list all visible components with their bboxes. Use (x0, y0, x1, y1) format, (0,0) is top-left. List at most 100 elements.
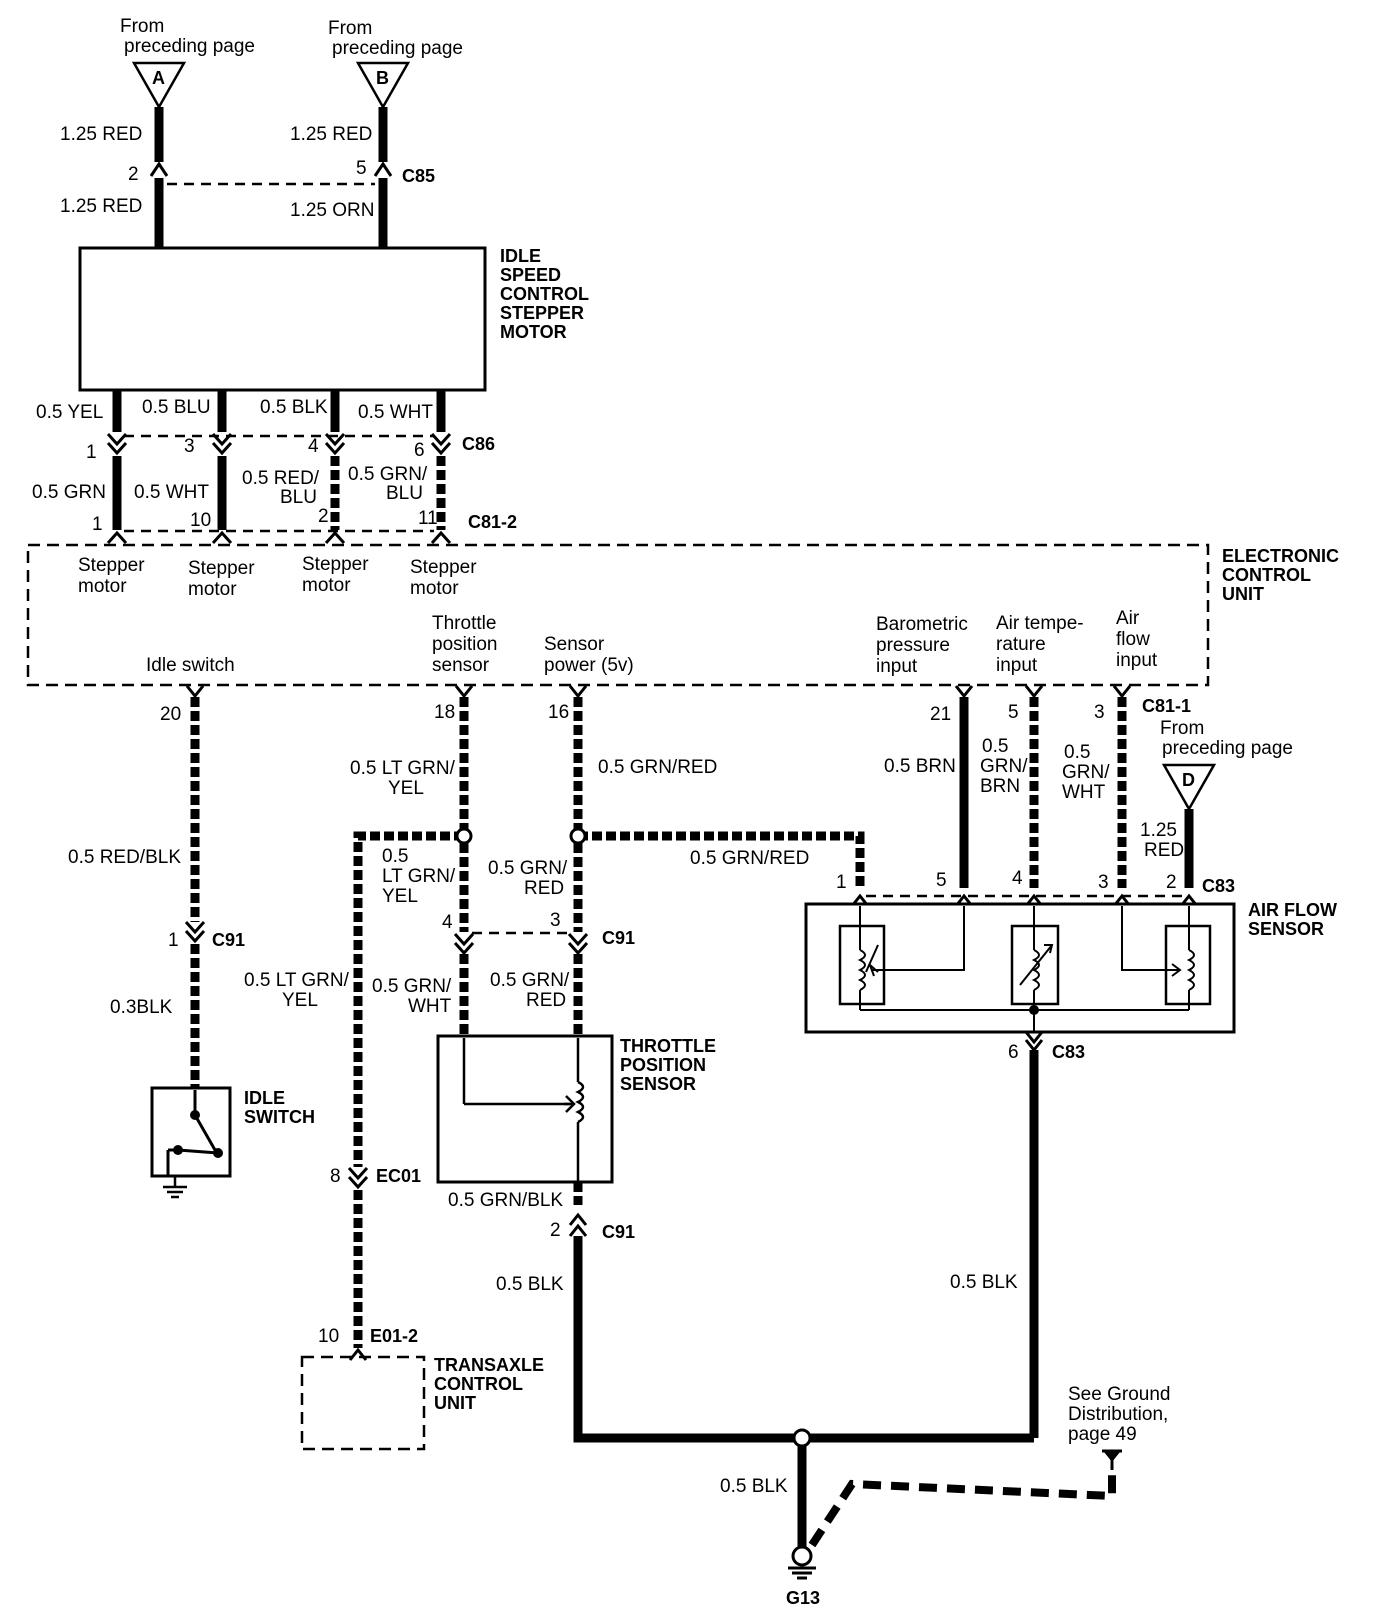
wire-label: 0.5 YEL (36, 402, 103, 423)
wire-grn-red-branch (578, 831, 865, 888)
svg-text:IDLE: IDLE (244, 1088, 285, 1108)
svg-text:UNIT: UNIT (434, 1393, 476, 1413)
wire-label: 1.25 RED (60, 124, 142, 145)
svg-text:RED: RED (524, 878, 564, 899)
ecu-pin16-connector (568, 685, 588, 699)
wire-lt-grn-yel-branch (353, 831, 464, 1167)
pin-label: 1 (168, 930, 179, 951)
pin-label: 4 (308, 436, 319, 457)
svg-text:GRN/: GRN/ (980, 756, 1028, 777)
svg-text:preceding page: preceding page (124, 36, 255, 57)
connector-label: C91 (212, 930, 245, 950)
ground-distribution-dashed-link (808, 1470, 1116, 1548)
svg-text:IDLE: IDLE (500, 246, 541, 266)
connector-label: C81-1 (1142, 696, 1191, 716)
wire-label: 0.5 LT GRN/ (244, 970, 350, 991)
svg-text:SWITCH: SWITCH (244, 1107, 315, 1127)
tcu-box (300, 1355, 426, 1451)
ecu-pin5-connector (1024, 685, 1044, 699)
pin-label: 5 (936, 870, 947, 891)
pin-label: 4 (442, 912, 453, 933)
pin-label: 3 (550, 910, 561, 931)
svg-text:SPEED: SPEED (500, 265, 561, 285)
connector-label: C86 (462, 434, 495, 454)
c86-pin3-connector (211, 432, 233, 456)
tcu-title: TRANSAXLE CONTROL UNIT (434, 1355, 544, 1413)
tps-potentiometer-icon (462, 1038, 585, 1182)
svg-text:YEL: YEL (382, 886, 418, 907)
svg-text:position: position (432, 634, 498, 655)
c91-pin3-connector (567, 932, 589, 956)
splice-grn-red (569, 827, 587, 845)
ec01-pin8-connector (347, 1166, 369, 1190)
wire-label: 0.5 BLK (496, 1274, 564, 1295)
pin-label: 2 (128, 164, 139, 185)
e01-2-pin10-connector (348, 1347, 368, 1361)
wire-label: 0.5 GRN/BLK (448, 1190, 563, 1211)
c86-pin4-connector (324, 432, 346, 456)
ecu-tps-label: Throttle (432, 613, 496, 634)
c86-pin1-connector (106, 432, 128, 456)
ecu-pin3-connector (1112, 685, 1132, 699)
wire-label: 0.5 (382, 846, 408, 867)
wire-label: 0.5 (1064, 742, 1090, 763)
svg-text:POSITION: POSITION (620, 1055, 706, 1075)
wire-label: 0.5 (982, 736, 1008, 757)
wire-label: 0.5 WHT (358, 402, 433, 423)
afs-title: AIR FLOW SENSOR (1248, 900, 1337, 939)
pin-label: 16 (548, 702, 569, 723)
svg-text:CONTROL: CONTROL (1222, 565, 1311, 585)
svg-text:WHT: WHT (408, 996, 452, 1017)
afs-temp-thermistor-icon (1010, 906, 1060, 1010)
pin-label: 2 (1166, 872, 1177, 893)
svg-text:rature: rature (996, 634, 1046, 655)
svg-text:From: From (120, 16, 164, 37)
svg-text:CONTROL: CONTROL (434, 1374, 523, 1394)
ground-note: See Ground (1068, 1384, 1170, 1405)
svg-text:power (5v): power (5v) (544, 655, 634, 676)
connector-label: C81-2 (468, 512, 517, 532)
wire-label: 0.5 GRN (32, 482, 106, 503)
svg-text:pressure: pressure (876, 635, 950, 656)
ecu-box (26, 543, 1210, 687)
pin-label: 18 (434, 702, 455, 723)
c81-2-pin10-connector (211, 530, 233, 545)
wire-label: 0.5 BLK (260, 397, 328, 418)
pin-label: 4 (1012, 868, 1023, 889)
pin-label: 2 (318, 506, 329, 527)
pin-label: 6 (1008, 1042, 1019, 1063)
ecu-motor-label: motor (410, 578, 459, 599)
ecu-motor-label: motor (302, 575, 351, 596)
svg-text:From: From (328, 18, 372, 39)
svg-text:RED: RED (1144, 840, 1184, 861)
svg-text:RED: RED (526, 990, 566, 1011)
wire-label: 0.5 WHT (134, 482, 209, 503)
wire-label: YEL (388, 778, 424, 799)
wire-label: 0.5 GRN/RED (598, 757, 717, 778)
pin-label: 2 (550, 1220, 561, 1241)
pin-label: 8 (330, 1166, 341, 1187)
ref-b-triangle (355, 61, 411, 110)
wire-label: 0.5 GRN/ (348, 464, 428, 485)
svg-text:STEPPER: STEPPER (500, 303, 584, 323)
connector-label: C91 (602, 1222, 635, 1242)
c81-2-pin2-connector (324, 530, 346, 545)
connector-label: C91 (602, 928, 635, 948)
c85-pin5-connector (373, 161, 393, 177)
ref-a-label: A (152, 68, 165, 88)
wire-label: 0.5 GRN/RED (690, 848, 809, 869)
svg-text:AIR FLOW: AIR FLOW (1248, 900, 1337, 920)
pin-label: 1 (86, 442, 97, 463)
pin-label: 10 (318, 1326, 339, 1347)
wire-label: 1.25 RED (290, 124, 372, 145)
ecu-air-temp-label: Air tempe- (996, 613, 1084, 634)
wire-label: 0.5 RED/BLK (68, 847, 181, 868)
pin-label: 21 (930, 704, 951, 725)
pin-label: 3 (1098, 872, 1109, 893)
ground-splice (792, 1428, 812, 1448)
ecu-title: ELECTRONIC CONTROL UNIT (1222, 546, 1339, 604)
wire-label: 1.25 ORN (290, 200, 374, 221)
svg-text:THROTTLE: THROTTLE (620, 1036, 716, 1056)
svg-text:CONTROL: CONTROL (500, 284, 589, 304)
